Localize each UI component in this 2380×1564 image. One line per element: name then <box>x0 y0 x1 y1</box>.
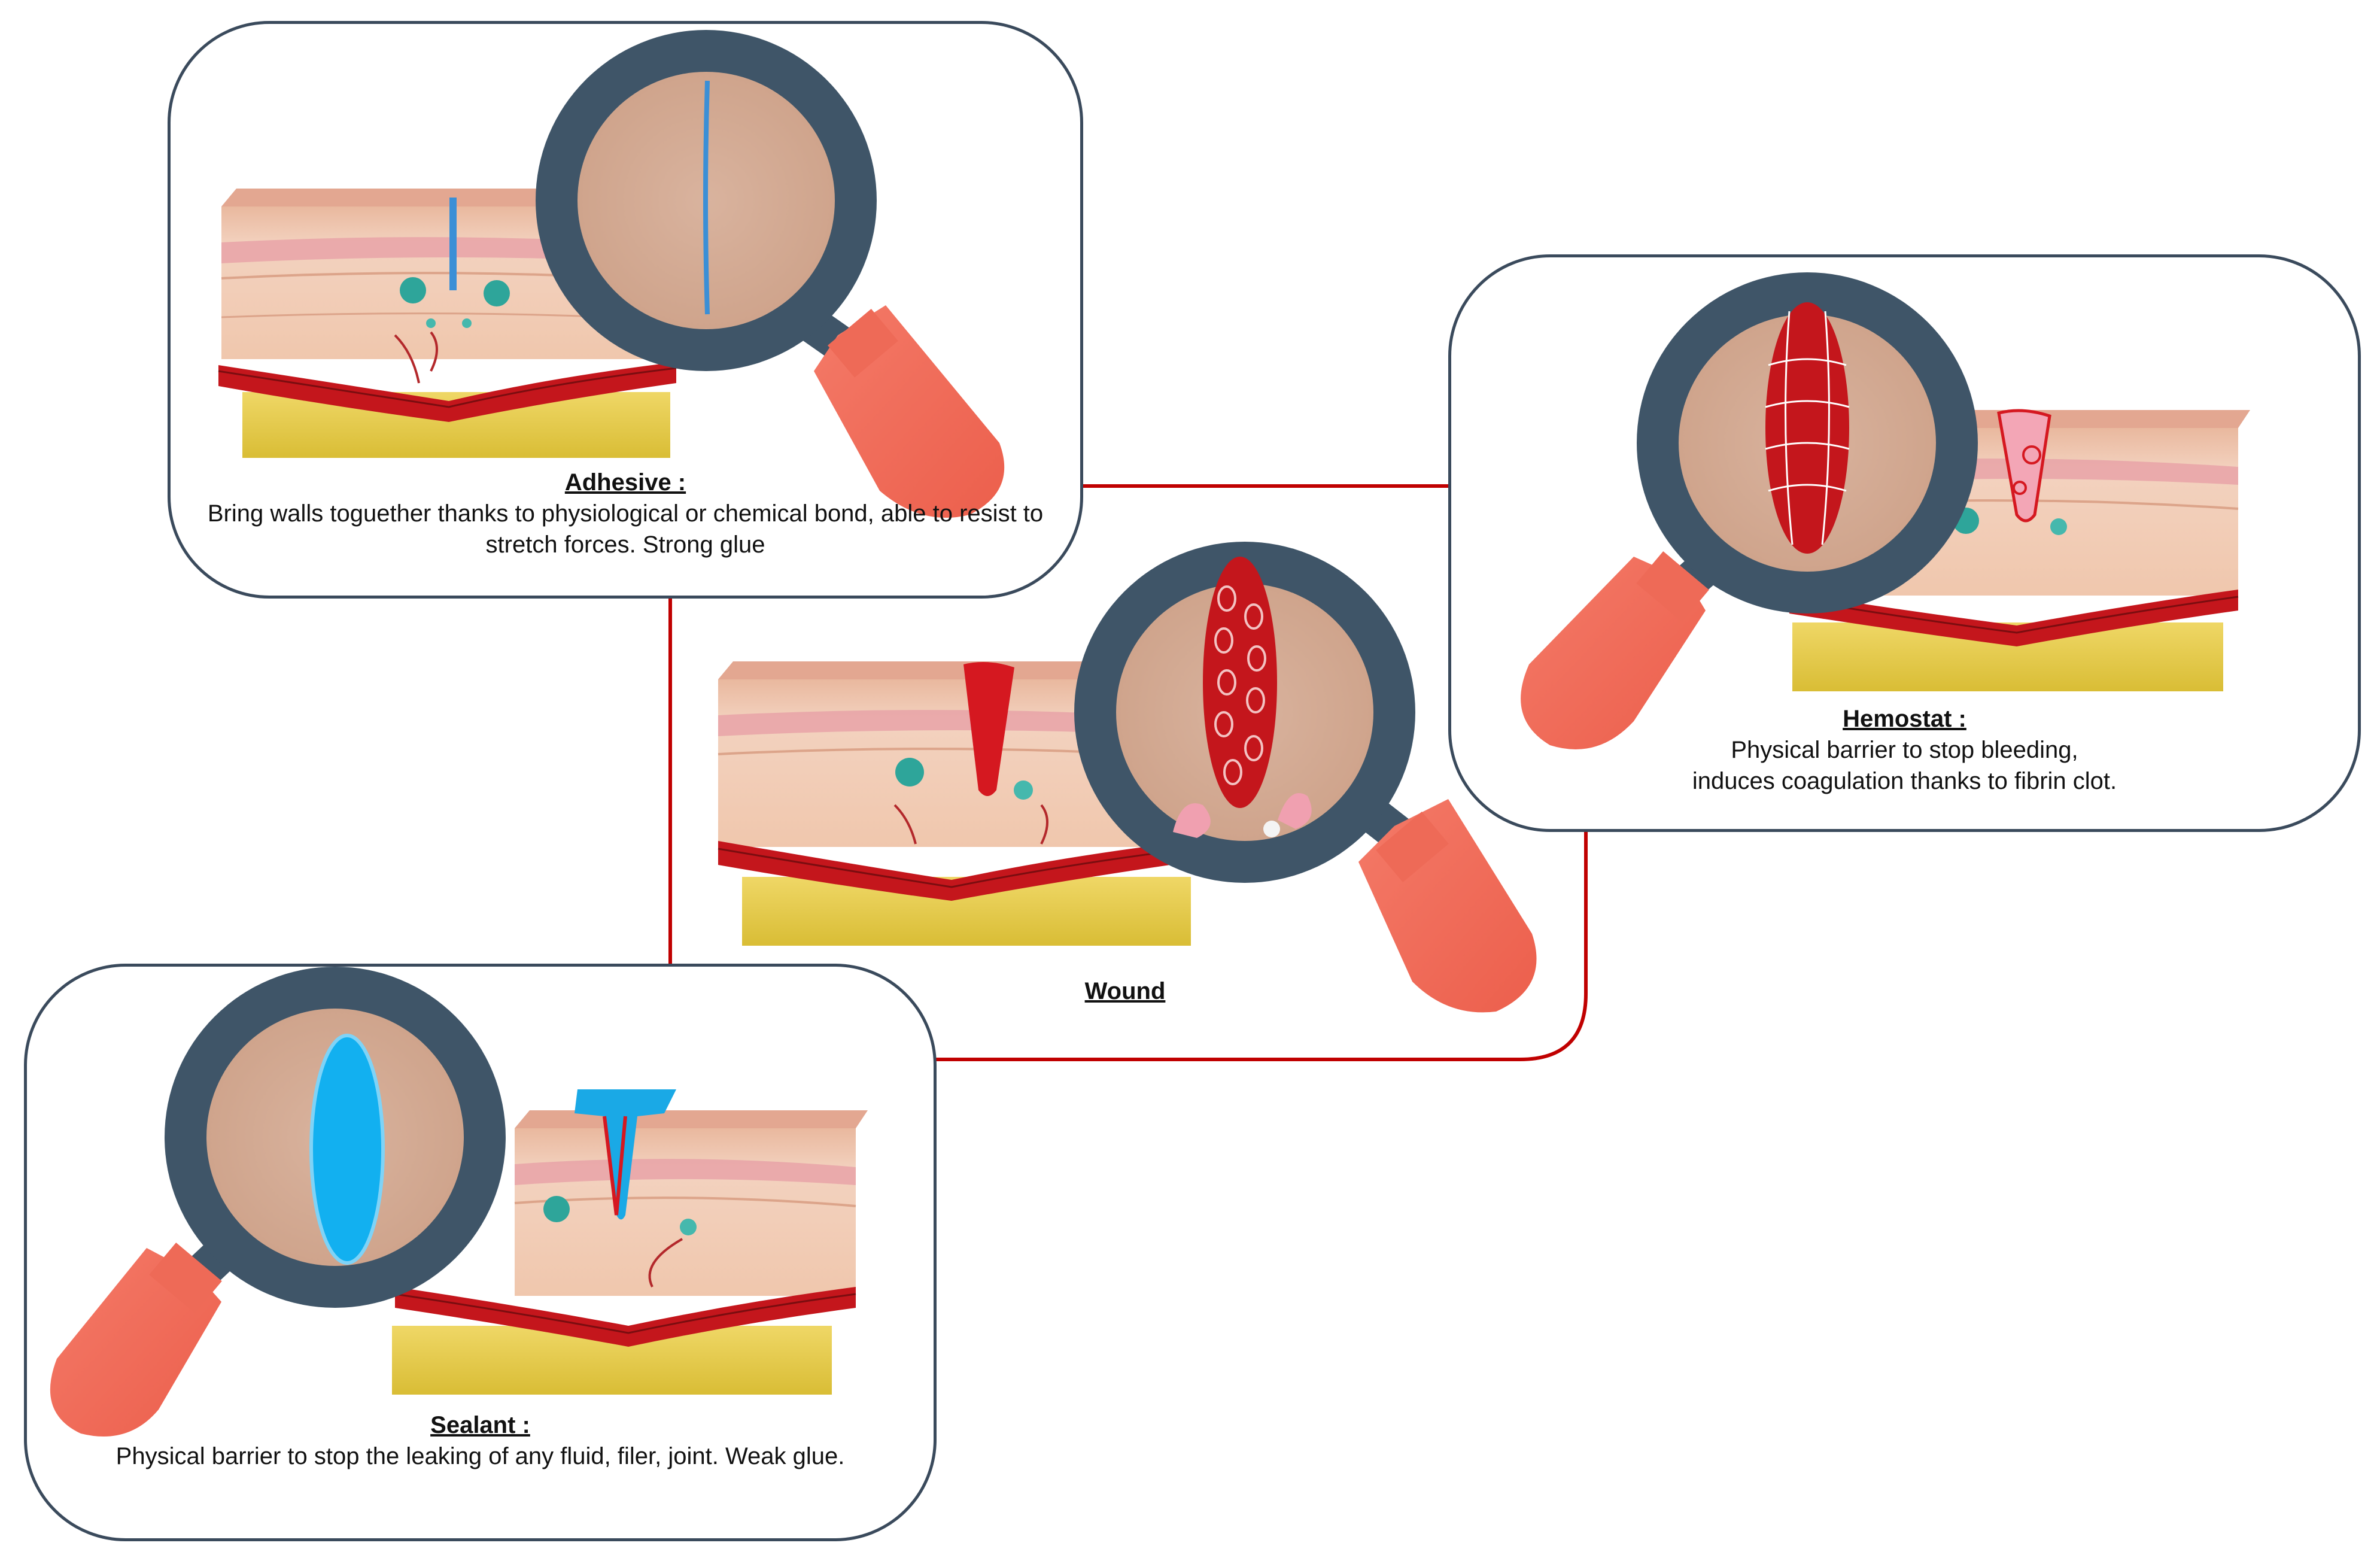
adhesive-lens-incision-icon <box>703 80 710 315</box>
hemostat-description-line1: Physical barrier to stop bleeding, <box>1731 737 2078 763</box>
sealant-caption: Sealant : Physical barrier to stop the l… <box>36 1410 925 1472</box>
sealant-magnifier-icon <box>50 967 506 1437</box>
connector-right-elbow <box>934 832 1588 1061</box>
wound-caption: Wound <box>946 976 1305 1007</box>
sealant-skin-section-icon <box>392 1089 868 1395</box>
adhesive-caption: Adhesive : Bring walls toguether thanks … <box>180 467 1071 560</box>
adhesive-description-line2: stretch forces. Strong glue <box>485 532 765 558</box>
hemostat-caption: Hemostat : Physical barrier to stop blee… <box>1460 703 2349 797</box>
sealant-description-line1: Physical barrier to stop the leaking of … <box>115 1443 845 1469</box>
hemostat-magnifier-icon <box>1521 272 1978 749</box>
wound-title: Wound <box>1084 978 1166 1004</box>
hemostat-description-line2: induces coagulation thanks to fibrin clo… <box>1692 768 2117 794</box>
wound-incision-icon <box>963 662 1014 796</box>
hemostat-title: Hemostat : <box>1843 706 1966 732</box>
hemostat-lens-fibrin-clot-icon <box>1765 302 1849 554</box>
adhesive-magnifier-icon <box>536 30 1005 518</box>
adhesive-title: Adhesive : <box>564 469 686 496</box>
adhesive-description-line1: Bring walls toguether thanks to physiolo… <box>207 500 1044 527</box>
sealant-lens-fill-icon <box>309 1034 385 1265</box>
wound-lens-blood-cells-icon <box>1203 557 1277 808</box>
wound-magnifier-icon <box>1074 542 1537 1013</box>
sealant-plug-icon <box>575 1089 676 1220</box>
sealant-title: Sealant : <box>430 1412 530 1438</box>
